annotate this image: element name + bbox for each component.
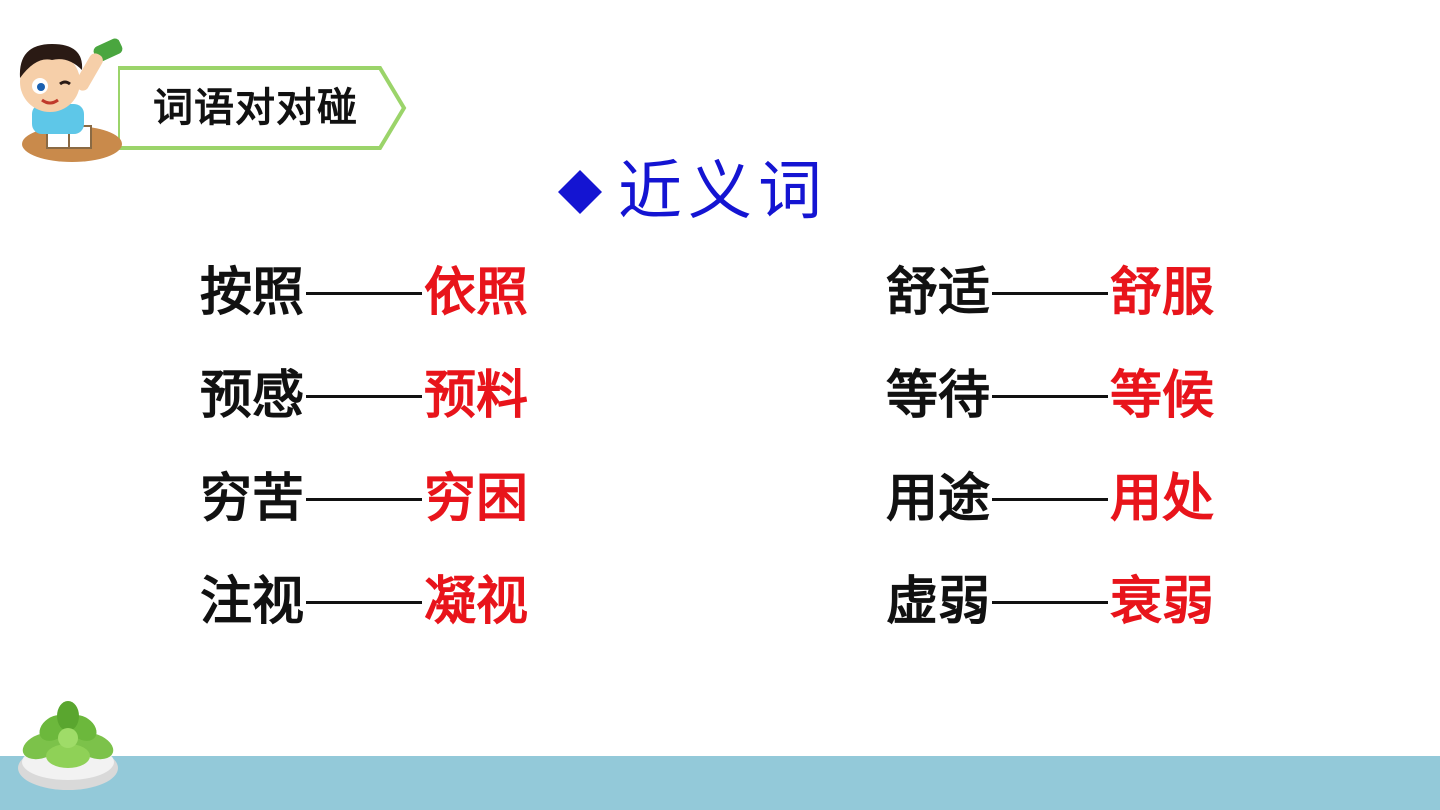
synonym: 用处 [1110,469,1215,529]
word-pair: 用途 用处 [886,464,1214,534]
word-pair: 穷苦 穷困 [200,464,528,534]
synonym: 穷困 [424,469,529,529]
section-tag: 词语对对碰 [118,66,408,150]
synonym: 舒服 [1110,263,1215,323]
diamond-icon [558,170,602,214]
word: 穷苦 [200,469,305,529]
dash-separator [992,394,1109,398]
word: 虚弱 [886,572,991,632]
word-pair: 虚弱 衰弱 [886,567,1214,637]
footer-bar [0,756,1440,810]
dash-separator [306,291,423,295]
reading-boy-illustration [19,38,123,162]
word: 用途 [886,469,991,529]
word-pair: 舒适 舒服 [886,258,1214,328]
dash-separator [306,600,423,604]
word: 等待 [886,366,991,426]
dash-separator [992,291,1109,295]
word-pair: 按照 依照 [200,258,528,328]
dash-separator [306,497,423,501]
tag-arrow-shape [118,66,407,150]
word: 按照 [200,263,305,323]
word-pair: 预感 预料 [200,361,528,431]
word: 注视 [200,572,305,632]
tag-label: 词语对对碰 [153,85,358,131]
dash-separator [992,497,1109,501]
dash-separator [306,394,423,398]
synonym: 依照 [424,263,529,323]
word: 预感 [200,366,305,426]
synonym: 凝视 [424,572,529,632]
synonym: 等候 [1110,366,1215,426]
succulent-plant-illustration [18,701,118,790]
word: 舒适 [886,263,991,323]
section-heading: 近义词 [556,152,828,232]
synonym: 预料 [424,366,529,426]
dash-separator [992,600,1109,604]
synonym: 衰弱 [1110,572,1215,632]
word-pair: 注视 凝视 [200,567,528,637]
section-title: 近义词 [618,155,828,229]
word-pair: 等待 等候 [886,361,1214,431]
